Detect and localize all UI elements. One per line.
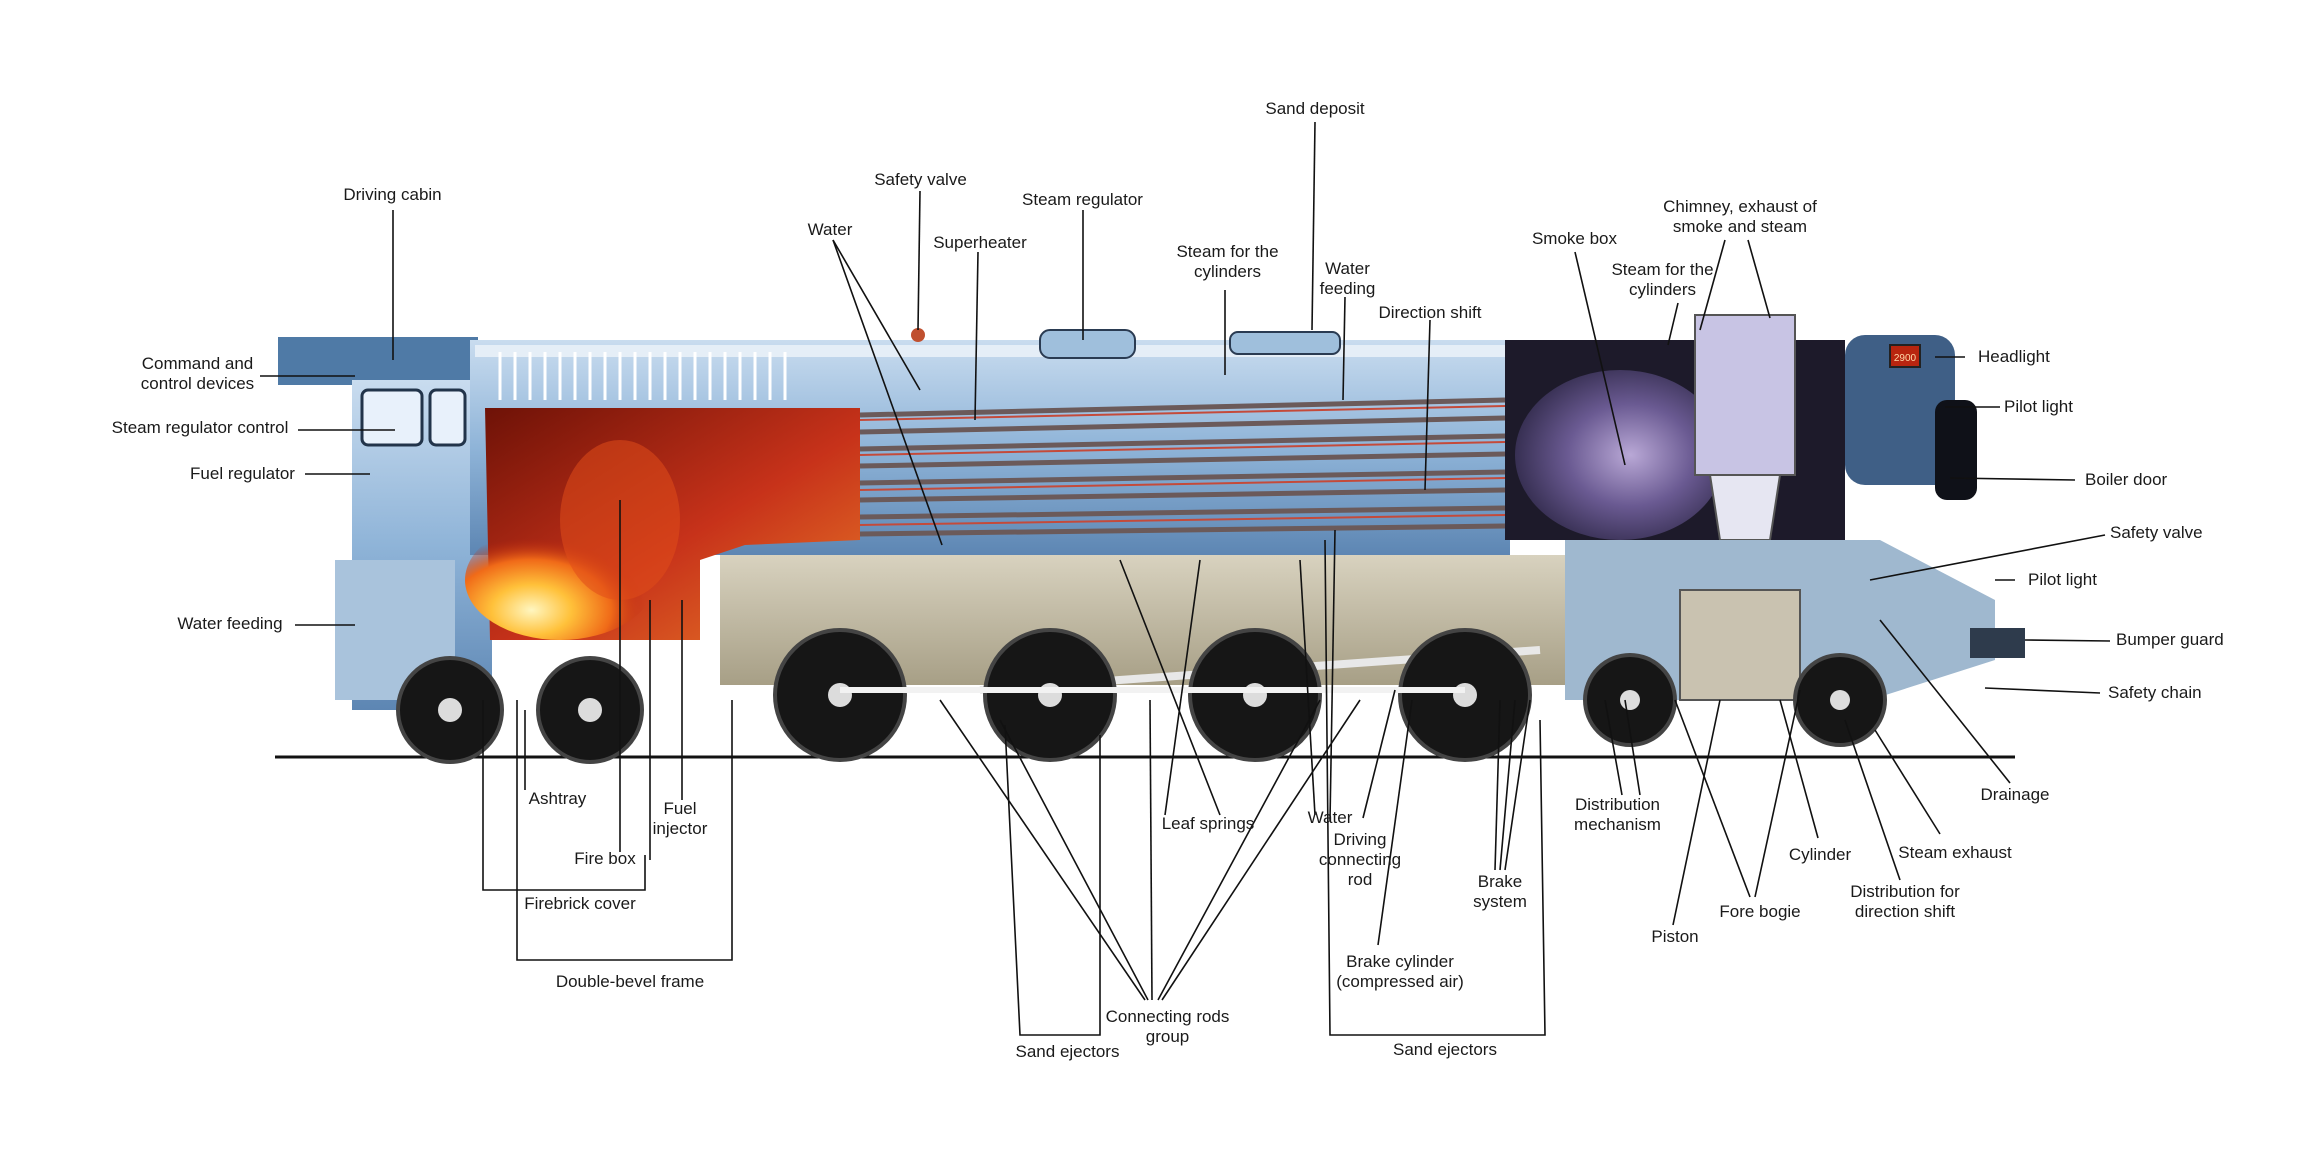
label-headlight: Headlight [1978,347,2050,366]
label-fore-bogie: Fore bogie [1719,902,1801,921]
label-double-bevel-frame: Double-bevel frame [555,972,705,991]
label-water-feeding-left: Water feeding [177,614,283,633]
label-leaf-springs: Leaf springs [1161,814,1255,833]
label-safety-chain: Safety chain [2108,683,2202,702]
driving-cabin-shape [278,337,492,710]
boiler-shape [465,328,1510,640]
label-ashtray: Ashtray [528,789,587,808]
label-pilot-light-2: Pilot light [2028,570,2097,589]
label-pilot-light-1: Pilot light [2004,397,2073,416]
label-fire-box: Fire box [574,849,636,868]
label-water-top: Water [807,220,853,239]
label-sand-ejectors-left: Sand ejectors [1015,1042,1120,1061]
label-steam-regulator: Steam regulator [1022,190,1143,209]
label-steam-exhaust: Steam exhaust [1898,843,2012,862]
label-bumper-guard: Bumper guard [2116,630,2224,649]
label-steam-regulator-control: Steam regulator control [111,418,289,437]
label-safety-valve-top: Safety valve [874,170,967,189]
label-sand-ejectors-right: Sand ejectors [1393,1040,1497,1059]
label-safety-valve-right: Safety valve [2110,523,2203,542]
label-fuel-regulator: Fuel regulator [190,464,295,483]
label-direction-shift: Direction shift [1378,303,1482,322]
smoke-box-shape: 2900 [1505,314,1977,541]
leader-lines [260,121,2111,1036]
boiler-tubes [859,397,1506,537]
label-water-bottom: Water [1307,808,1353,827]
label-piston: Piston [1651,927,1699,946]
label-smoke-box: Smoke box [1531,229,1618,248]
label-cylinder: Cylinder [1788,845,1852,864]
label-superheater: Superheater [933,233,1027,252]
label-drainage: Drainage [1980,785,2050,804]
headlight-number: 2900 [1894,353,1917,364]
label-driving-cabin: Driving cabin [343,185,442,204]
label-firebrick-cover: Firebrick cover [524,894,636,913]
label-sand-deposit: Sand deposit [1265,99,1365,118]
label-brake-cylinder: Brake cylinder(compressed air) [1336,952,1464,991]
label-boiler-door: Boiler door [2085,470,2168,489]
